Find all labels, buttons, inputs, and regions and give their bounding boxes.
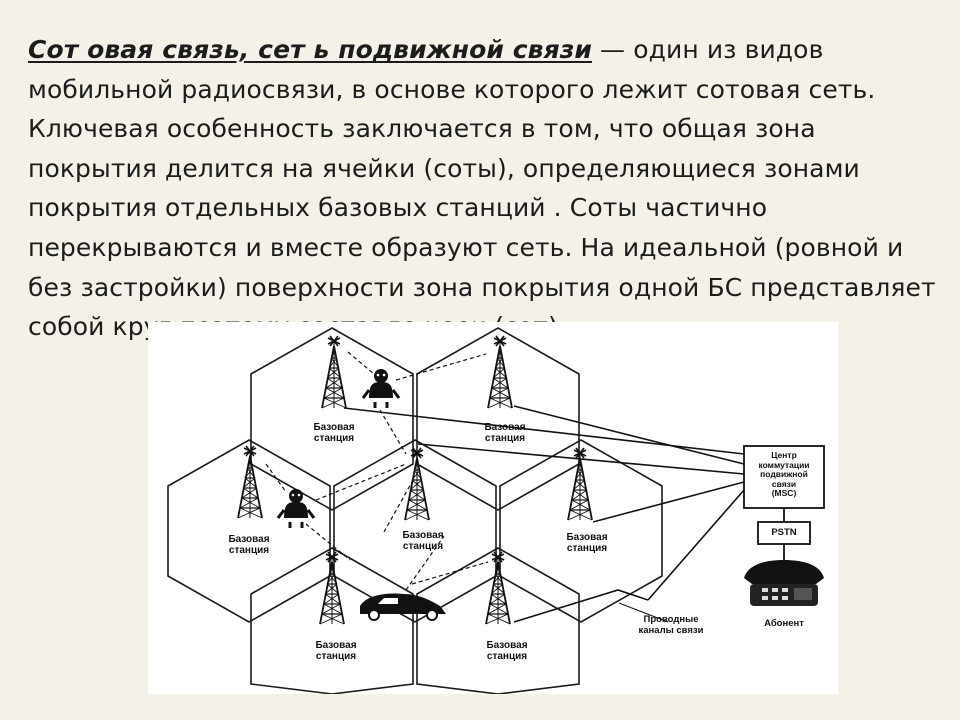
label-msc: Центр коммутации подвижной связи (MSC) bbox=[758, 450, 810, 498]
radio-links bbox=[265, 351, 489, 591]
msc-box bbox=[743, 445, 825, 509]
cell-grid bbox=[167, 327, 663, 694]
wired-links bbox=[343, 405, 745, 623]
car-icon bbox=[360, 593, 446, 621]
mobile-user-top-icon bbox=[361, 367, 401, 410]
tower-top-right-icon bbox=[487, 335, 513, 409]
tower-top-left-icon bbox=[321, 335, 347, 409]
cell-top-left bbox=[250, 327, 414, 511]
telephone-icon bbox=[744, 560, 824, 606]
label-pstn: PSTN bbox=[771, 527, 797, 538]
cell-bottom-right bbox=[416, 547, 580, 694]
cell-center bbox=[333, 439, 497, 623]
wired-callout-line bbox=[618, 602, 669, 623]
cell-middle-right bbox=[499, 439, 663, 623]
tower-bottom-left-icon bbox=[319, 551, 345, 625]
cell-bottom-left bbox=[250, 547, 414, 694]
label-subscriber: Абонент bbox=[764, 618, 804, 629]
intro-body: — один из видов мобильной радиосвязи, в … bbox=[28, 35, 936, 342]
diagram-canvas bbox=[167, 327, 825, 694]
intro-paragraph: Сот овая связь, сет ь подвижной связи — … bbox=[28, 30, 938, 347]
cell-middle-left bbox=[167, 439, 331, 623]
tower-center-icon bbox=[404, 447, 430, 521]
intro-term[interactable]: Сот овая связь, сет ь подвижной связи bbox=[28, 35, 593, 64]
mobile-user-middle-icon bbox=[276, 487, 316, 530]
tower-middle-left-icon bbox=[237, 445, 263, 519]
tower-bottom-right-icon bbox=[485, 551, 511, 625]
